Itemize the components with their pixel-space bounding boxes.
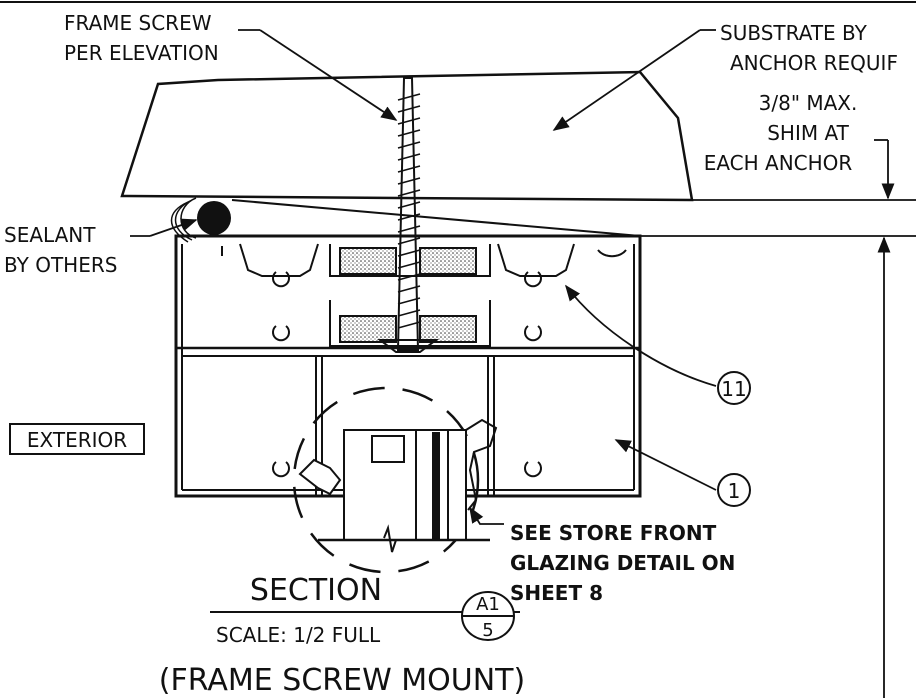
- detail-circle: [292, 386, 480, 574]
- shim-label-3: EACH ANCHOR: [704, 151, 853, 175]
- frame-screw-label-2: PER ELEVATION: [64, 41, 219, 65]
- glazing-unit: [298, 418, 498, 553]
- scale-label: SCALE: 1/2 FULL: [216, 623, 381, 647]
- isolator-block: [339, 315, 397, 343]
- callout-1-bubble: [717, 473, 751, 507]
- frame-profile-outline: [174, 234, 642, 498]
- shim-label: 3/8" MAX.: [759, 91, 858, 115]
- isolator-block: [419, 315, 477, 343]
- frame-screw: [377, 77, 439, 353]
- detail-reference-top: A1: [476, 594, 500, 615]
- substrate-label: SUBSTRATE BY: [720, 21, 868, 45]
- sealant-bead: [197, 201, 231, 235]
- isolator-block: [339, 247, 397, 275]
- frame-screw-label: FRAME SCREW: [64, 11, 212, 35]
- top-channel: [239, 243, 575, 277]
- see-detail-label: SEE STORE FRONT: [510, 521, 717, 545]
- see-detail-label-2: GLAZING DETAIL ON: [510, 551, 735, 575]
- see-detail-label-3: SHEET 8: [510, 581, 603, 605]
- callout-1-label: 1: [728, 479, 741, 503]
- isolator-block: [419, 247, 477, 275]
- sealant-label-2: BY OTHERS: [4, 253, 117, 277]
- callout-11-bubble: [717, 371, 751, 405]
- detail-reference-bottom: 5: [482, 620, 493, 641]
- callout-11-label: 11: [721, 377, 746, 401]
- title-subtitle: (FRAME SCREW MOUNT): [159, 663, 525, 698]
- sealant-label: SEALANT: [4, 223, 96, 247]
- exterior-label: EXTERIOR: [27, 428, 127, 452]
- screw-clips: [221, 246, 627, 478]
- substrate-label-2: ANCHOR REQUIF: [730, 51, 898, 75]
- exterior-box: [9, 423, 145, 455]
- shim-label-2: SHIM AT: [767, 121, 849, 145]
- section-title: SECTION: [250, 573, 382, 608]
- shim-line: [231, 199, 641, 237]
- leader-lines: [130, 29, 717, 525]
